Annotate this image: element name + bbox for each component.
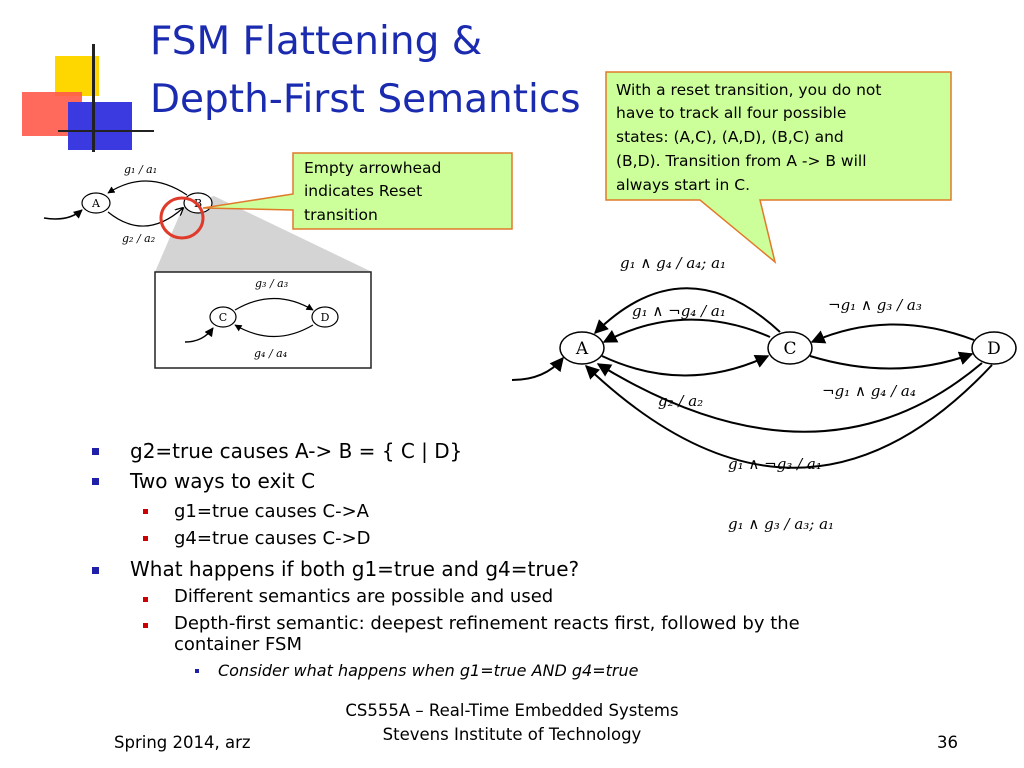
flat-state-d-node	[971, 331, 1017, 365]
sub-bullet-item-continued: container FSM	[174, 634, 303, 655]
page-number: 36	[937, 733, 958, 752]
sub-bullet-marker	[143, 597, 148, 602]
transition-label-g3: g₃ / a₃	[255, 277, 288, 290]
flattened-fsm-diagram: A C D g₁ ∧ g₄ / a₄; a₁ g₁ ∧ ¬g₄ / a₁ ¬g₁…	[511, 254, 1017, 533]
transition-label-g4: g₄ / a₄	[254, 347, 287, 360]
bullet-marker	[92, 567, 99, 574]
transition-label-g1: g₁ / a₁	[124, 163, 157, 176]
footer-course: CS555A – Real-Time Embedded Systems	[345, 701, 679, 720]
state-c-label: C	[219, 311, 227, 324]
flat-state-c-node	[767, 331, 813, 365]
footer-institution: Stevens Institute of Technology	[382, 725, 642, 744]
flat-label-2: g₁ ∧ ¬g₄ / a₁	[632, 302, 726, 320]
flat-state-d-label: D	[987, 339, 1001, 359]
transition-label-g2: g₂ / a₂	[122, 232, 155, 245]
sub-sub-bullet-item: Consider what happens when g1=true AND g…	[218, 661, 639, 680]
state-a-label: A	[91, 197, 101, 210]
state-a-node	[81, 192, 111, 214]
footer-date: Spring 2014, arz	[114, 733, 251, 752]
sub-sub-bullet-marker	[195, 669, 199, 673]
bullet-item: What happens if both g1=true and g4=true…	[130, 557, 580, 581]
flat-state-a-node	[559, 331, 605, 365]
flat-label-7: g₁ ∧ g₃ / a₃; a₁	[728, 515, 834, 533]
state-d-node	[311, 306, 339, 328]
sub-bullet-marker	[143, 509, 148, 514]
bullet-item: Two ways to exit C	[130, 469, 316, 493]
state-c-node	[209, 306, 237, 328]
sub-bullet-item: Depth-first semantic: deepest refinement…	[174, 613, 800, 634]
sub-bullet-item: g4=true causes C->D	[174, 528, 371, 549]
flat-state-a-label: A	[575, 339, 589, 359]
reset-highlight-circle	[159, 196, 205, 240]
flat-state-c-label: C	[783, 339, 796, 359]
sub-bullet-marker	[143, 623, 148, 628]
slide-title-line2: Depth-First Semantics	[150, 77, 581, 122]
flat-label-6: g₁ ∧ ¬g₃ / a₁	[728, 455, 822, 473]
flat-label-3: ¬g₁ ∧ g₃ / a₃	[828, 296, 922, 314]
flat-label-1: g₁ ∧ g₄ / a₄; a₁	[620, 254, 726, 272]
sub-bullet-item: g1=true causes C->A	[174, 501, 369, 522]
refinement-fsm-diagram: C D g₃ / a₃ g₄ / a₄	[184, 277, 339, 360]
bullet-item: g2=true causes A-> B = { C | D}	[130, 439, 463, 463]
sub-bullet-item: Different semantics are possible and use…	[174, 586, 554, 607]
flat-label-5: g₂ / a₂	[658, 392, 703, 410]
bullet-marker	[92, 478, 99, 485]
state-d-label: D	[321, 311, 330, 324]
flat-label-4: ¬g₁ ∧ g₄ / a₄	[822, 382, 916, 400]
bullet-marker	[92, 448, 99, 455]
sub-bullet-marker	[143, 536, 148, 541]
small-fsm-diagram: A B g₁ / a₁ g₂ / a₂	[43, 163, 213, 245]
slide-title-line1: FSM Flattening &	[150, 19, 483, 64]
